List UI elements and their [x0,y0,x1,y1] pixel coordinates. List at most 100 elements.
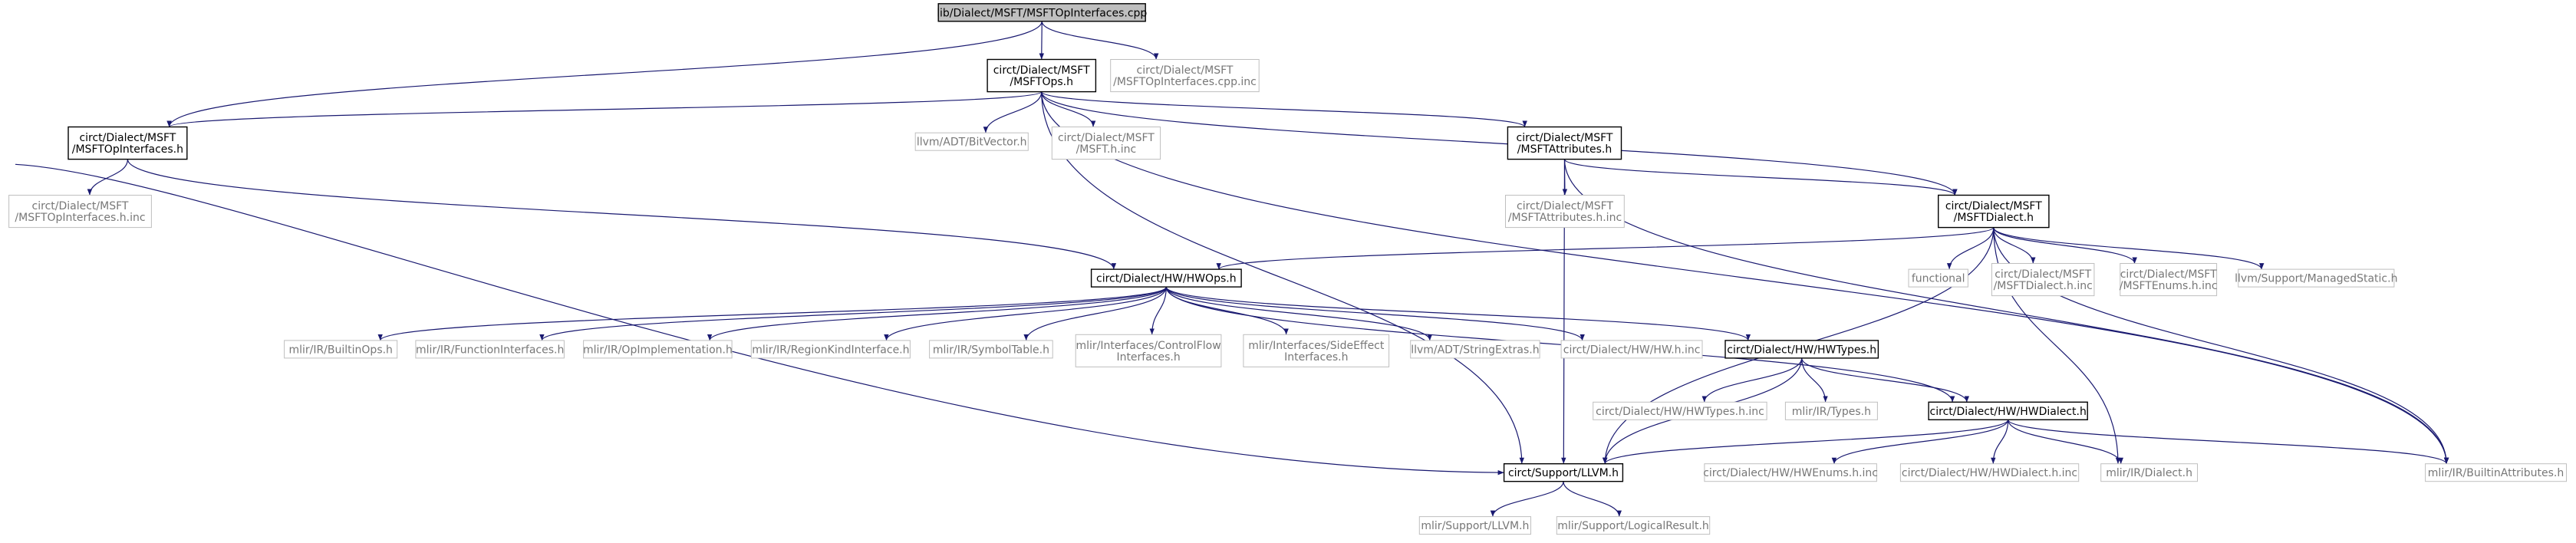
node-msftenums: circt/Dialect/MSFT/MSFTEnums.h.inc [2120,263,2218,297]
node-opifhinc: circt/Dialect/MSFT/MSFTOpInterfaces.h.in… [8,195,152,229]
edge-llvmh-to-mlirllvm [1490,481,1564,517]
node-hwenums: circt/Dialect/HW/HWEnums.h.inc [1703,463,1878,482]
node-box [1505,195,1625,229]
node-label: mlir/IR/BuiltinAttributes.h [2428,467,2564,479]
edge-hwdialect-to-hwdialinc [1991,420,2009,464]
edge-msftops-to-opif [166,91,1043,128]
edge-hwops-to-funcif [539,286,1167,341]
dependency-edges [15,21,2449,517]
edge-attrs-to-msftdialect [1563,159,1958,196]
node-box [937,3,1146,22]
edge-hwdialect-to-llvmh [1603,420,2009,464]
edge-hwtypes-to-hwdialect [1801,357,1970,403]
node-symtab: mlir/IR/SymbolTable.h [929,340,1053,359]
node-mlirtypes: mlir/IR/Types.h [1784,401,1878,420]
node-box [750,340,911,359]
edge-hwops-to-hwhinc [1165,286,1585,341]
node-label: circt/Dialect/MSFT [993,64,1090,77]
node-msftdialinc: circt/Dialect/MSFT/MSFTDialect.h.inc [1991,263,2095,297]
node-label: circt/Dialect/HW/HWTypes.h.inc [1596,406,1764,418]
node-label: circt/Support/LLVM.h [1508,467,1619,479]
node-label: circt/Dialect/MSFT [1517,132,1613,144]
node-label: circt/Dialect/MSFT [32,200,129,212]
node-label: /MSFTOps.h [1010,76,1073,88]
node-label: /MSFTEnums.h.inc [2120,280,2218,292]
node-box [1110,59,1260,93]
node-label: mlir/Interfaces/SideEffect [1248,340,1385,352]
node-msftdialect[interactable]: circt/Dialect/MSFT/MSFTDialect.h [1937,194,2050,229]
node-label: llvm/ADT/StringExtras.h [1411,344,1539,356]
node-label: Interfaces.h [1284,351,1348,364]
node-label: circt/Dialect/HW/HWOps.h [1096,273,1237,285]
node-llvmh[interactable]: circt/Support/LLVM.h [1503,463,1624,482]
edge-hwops-to-symtab [1023,287,1167,341]
node-label: circt/Dialect/HW/HWEnums.h.inc [1703,467,1878,479]
node-mlirdialect: mlir/IR/Dialect.h [2100,463,2198,482]
node-hwops[interactable]: circt/Dialect/HW/HWOps.h [1090,268,1242,288]
node-label: mlir/IR/Types.h [1792,406,1871,418]
node-box [2425,463,2568,482]
node-root[interactable]: lib/Dialect/MSFT/MSFTOpInterfaces.cpp [937,3,1147,22]
node-label: mlir/Support/LLVM.h [1421,520,1529,532]
node-attrs[interactable]: circt/Dialect/MSFT/MSFTAttributes.h [1507,126,1622,160]
edge-hwops-to-hwdialect [1165,287,1955,403]
edge-root-to-opif [166,21,1043,127]
node-box [1410,340,1540,359]
edge-root-to-opinc [1041,21,1159,60]
edge-msftdialect-to-msftdialinc [1993,227,2036,264]
edge-hwops-to-strextras [1165,286,1433,341]
node-label: /MSFTAttributes.h [1517,143,1612,156]
edge-msftdialect-to-mlirdialect [1993,227,2121,464]
edge-msftdialect-to-hwops [1216,227,1995,270]
node-hwdialect[interactable]: circt/Dialect/HW/HWDialect.h [1928,401,2088,420]
node-box [1556,516,1711,535]
edge-hwdialect-to-mlirdialect [2008,420,2123,464]
node-label: /MSFT.h.inc [1076,143,1137,156]
edge-hwops-to-hwtypes [1165,286,1751,341]
edge-hwtypes-to-hwtypesinc [1701,357,1803,403]
node-label: circt/Dialect/MSFT [1945,200,2042,212]
node-builtinattrs: mlir/IR/BuiltinAttributes.h [2425,463,2568,482]
node-bitvec: llvm/ADT/BitVector.h [914,132,1029,151]
node-box [284,340,398,359]
node-box [1937,194,2050,229]
node-opimpl: mlir/IR/OpImplementation.h [583,340,733,359]
edge-routed-loop [15,163,1504,476]
node-box [2100,463,2198,482]
node-opif[interactable]: circt/Dialect/MSFT/MSFTOpInterfaces.h [68,126,188,160]
node-funcif: mlir/IR/FunctionInterfaces.h [415,340,565,359]
edge-msftops-to-bitvec [983,91,1043,133]
node-label: circt/Dialect/HW/HW.h.inc [1563,344,1701,356]
node-label: circt/Dialect/HW/HWDialect.h.inc [1902,467,2077,479]
node-label: llvm/ADT/BitVector.h [917,137,1027,149]
node-box [1503,463,1624,482]
edge-msftdialect-to-functional [1946,227,1995,270]
node-box [1090,268,1242,288]
edge-hwops-to-ctrlflow [1149,287,1167,335]
node-label: mlir/IR/FunctionInterfaces.h [416,344,564,356]
node-label: /MSFTOpInterfaces.h.inc [15,212,145,224]
node-label: circt/Dialect/MSFT [2120,268,2217,281]
node-builtinops: mlir/IR/BuiltinOps.h [284,340,398,359]
node-label: circt/Dialect/MSFT [1517,200,1613,212]
node-box [583,340,733,359]
edge-hwdialect-to-builtinattrs [2008,419,2449,465]
edge-msftops-to-msfthinc [1041,91,1096,127]
node-box [415,340,565,359]
node-box [1724,340,1879,359]
node-strextras: llvm/ADT/StringExtras.h [1410,340,1540,359]
node-label: llvm/Support/ManagedStatic.h [2235,273,2397,285]
node-box [8,195,152,229]
node-attrinc: circt/Dialect/MSFT/MSFTAttributes.h.inc [1505,195,1625,229]
node-box [914,132,1029,151]
node-label: circt/Dialect/MSFT [1137,64,1234,77]
header-nodes: lib/Dialect/MSFT/MSFTOpInterfaces.cpp cir… [8,3,2568,535]
edge-hwops-to-builtinops [377,286,1167,341]
node-label: mlir/IR/RegionKindInterface.h [752,344,909,356]
node-opinc: circt/Dialect/MSFT/MSFTOpInterfaces.cpp.… [1110,59,1260,93]
node-hwtypes[interactable]: circt/Dialect/HW/HWTypes.h [1724,340,1879,359]
edge-msftdialect-to-managed [1993,227,2265,270]
node-msftops[interactable]: circt/Dialect/MSFT/MSFTOps.h [987,58,1097,93]
